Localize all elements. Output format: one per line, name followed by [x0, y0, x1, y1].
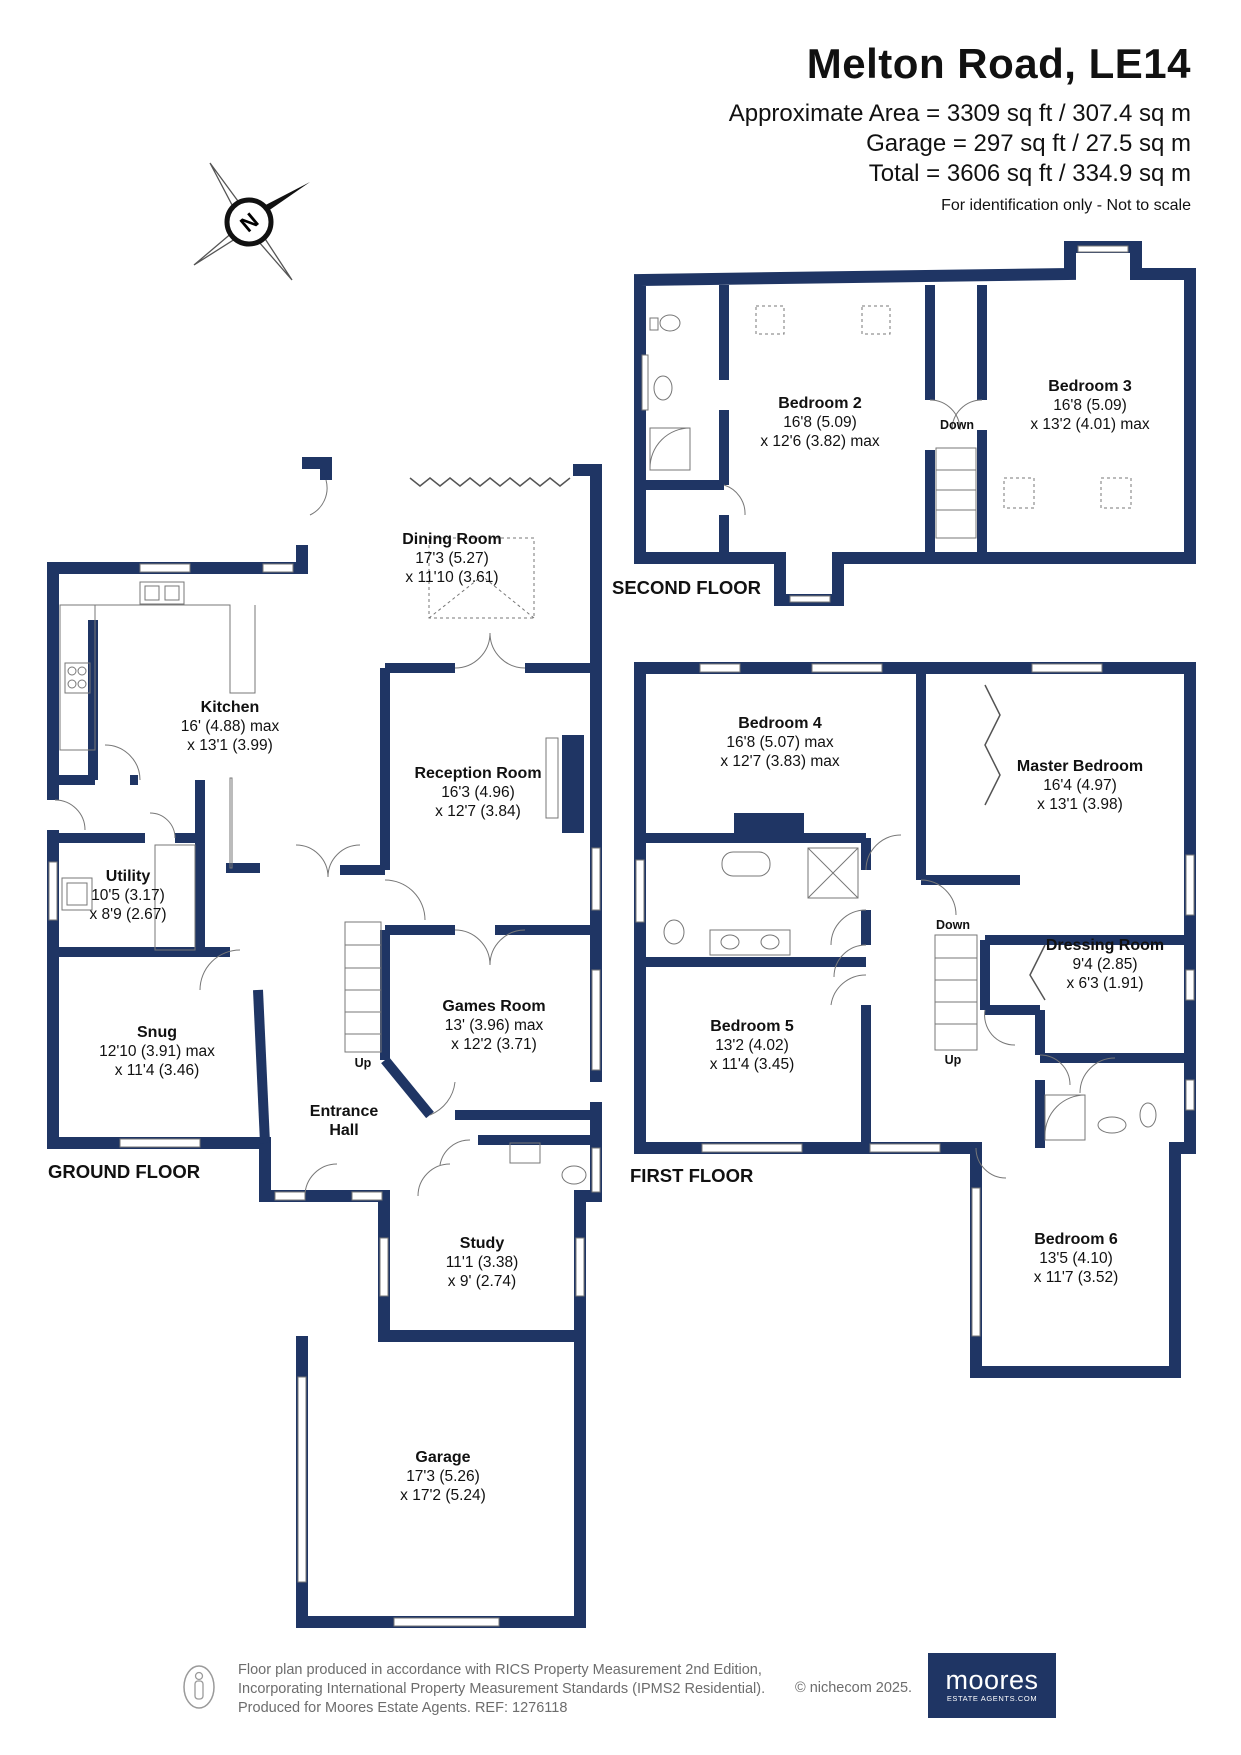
room-label-utility: Utility 10'5 (3.17) x 8'9 (2.67): [89, 868, 166, 923]
ground-floor-fixtures: [48, 477, 601, 1627]
svg-text:x 13'1 (3.98): x 13'1 (3.98): [1037, 796, 1123, 813]
second-floor-label: SECOND FLOOR: [612, 577, 761, 598]
svg-text:10'5 (3.17): 10'5 (3.17): [91, 887, 165, 904]
svg-text:x 13'2 (4.01) max: x 13'2 (4.01) max: [1030, 416, 1150, 433]
svg-text:Snug: Snug: [137, 1024, 177, 1041]
footer-line-3: Produced for Moores Estate Agents. REF: …: [238, 1700, 568, 1716]
svg-text:Bedroom 2: Bedroom 2: [778, 395, 862, 412]
moores-logo: moores ESTATE AGENTS.COM: [928, 1653, 1056, 1718]
svg-text:16'3 (4.96): 16'3 (4.96): [441, 784, 515, 801]
stairs-up-ground: Up: [355, 1056, 372, 1070]
room-label-bedroom-5: Bedroom 5 13'2 (4.02) x 11'4 (3.45): [710, 1018, 795, 1073]
svg-text:13'5 (4.10): 13'5 (4.10): [1039, 1250, 1113, 1267]
svg-text:16'8 (5.09): 16'8 (5.09): [1053, 397, 1127, 414]
svg-text:12'10 (3.91) max: 12'10 (3.91) max: [99, 1043, 215, 1060]
svg-text:Hall: Hall: [329, 1122, 358, 1139]
footer-line-1: Floor plan produced in accordance with R…: [238, 1662, 762, 1678]
svg-text:Bedroom 5: Bedroom 5: [710, 1018, 794, 1035]
logo-sub: ESTATE AGENTS.COM: [946, 1694, 1038, 1703]
room-label-entrance-hall: Entrance Hall: [310, 1103, 379, 1139]
chimney-breast: [562, 735, 584, 833]
svg-text:11'1 (3.38): 11'1 (3.38): [446, 1254, 518, 1271]
svg-text:x 6'3 (1.91): x 6'3 (1.91): [1066, 975, 1143, 992]
copyright: © nichecom 2025.: [795, 1680, 913, 1696]
person-icon: [183, 1665, 215, 1709]
svg-text:16'4 (4.97): 16'4 (4.97): [1043, 777, 1117, 794]
first-floor-chimney: [734, 813, 804, 835]
second-floor-inner-walls: [645, 285, 987, 553]
stairs-down-first: Down: [936, 918, 970, 932]
svg-text:x 17'2 (5.24): x 17'2 (5.24): [400, 1487, 486, 1504]
property-title: Melton Road, LE14: [806, 40, 1191, 87]
stairs-down-second: Down: [940, 418, 974, 432]
svg-text:Games Room: Games Room: [442, 998, 545, 1015]
svg-text:Kitchen: Kitchen: [201, 699, 260, 716]
svg-text:Dining Room: Dining Room: [402, 531, 502, 548]
room-label-study: Study 11'1 (3.38) x 9' (2.74): [446, 1235, 518, 1290]
approximate-area: Approximate Area = 3309 sq ft / 307.4 sq…: [728, 100, 1191, 127]
room-label-dining-room: Dining Room 17'3 (5.27) x 11'10 (3.61): [402, 531, 502, 586]
room-label-bedroom-2: Bedroom 2 16'8 (5.09) x 12'6 (3.82) max: [760, 395, 880, 450]
svg-text:x 11'10 (3.61): x 11'10 (3.61): [405, 569, 498, 586]
room-label-games-room: Games Room 13' (3.96) max x 12'2 (3.71): [442, 998, 545, 1053]
svg-text:Utility: Utility: [106, 868, 151, 885]
svg-text:16'8 (5.07) max: 16'8 (5.07) max: [726, 734, 833, 751]
svg-text:Bedroom 4: Bedroom 4: [738, 715, 822, 732]
svg-text:Reception Room: Reception Room: [414, 765, 541, 782]
footer-disclaimer: Floor plan produced in accordance with R…: [238, 1661, 765, 1718]
garage-area: Garage = 297 sq ft / 27.5 sq m: [866, 130, 1191, 157]
svg-text:17'3 (5.27): 17'3 (5.27): [415, 550, 489, 567]
second-floor-plan: [634, 241, 1196, 606]
first-floor-inner-walls: [640, 673, 1185, 1148]
svg-text:x 11'4 (3.45): x 11'4 (3.45): [710, 1056, 795, 1073]
ground-floor-label: GROUND FLOOR: [48, 1161, 200, 1182]
identification-note: For identification only - Not to scale: [941, 197, 1191, 214]
svg-text:x 9' (2.74): x 9' (2.74): [448, 1273, 516, 1290]
svg-text:Dressing Room: Dressing Room: [1046, 937, 1164, 954]
svg-text:Entrance: Entrance: [310, 1103, 379, 1120]
svg-text:Master Bedroom: Master Bedroom: [1017, 758, 1143, 775]
svg-text:x 13'1 (3.99): x 13'1 (3.99): [187, 737, 273, 754]
footer-line-2: Incorporating International Property Mea…: [238, 1681, 766, 1697]
svg-text:x 12'2 (3.71): x 12'2 (3.71): [451, 1036, 537, 1053]
svg-text:Bedroom 6: Bedroom 6: [1034, 1231, 1118, 1248]
total-area: Total = 3606 sq ft / 334.9 sq m: [868, 160, 1191, 187]
svg-text:x 12'6 (3.82) max: x 12'6 (3.82) max: [760, 433, 880, 450]
first-floor-fixtures: [635, 663, 1195, 1337]
svg-text:17'3 (5.26): 17'3 (5.26): [406, 1468, 480, 1485]
second-floor-fixtures: [641, 245, 1132, 603]
room-label-bedroom-4: Bedroom 4 16'8 (5.07) max x 12'7 (3.83) …: [720, 715, 840, 770]
svg-text:13'2 (4.02): 13'2 (4.02): [715, 1037, 789, 1054]
svg-text:x 12'7 (3.83) max: x 12'7 (3.83) max: [720, 753, 840, 770]
logo-name: moores: [945, 1665, 1039, 1695]
room-label-master-bedroom: Master Bedroom 16'4 (4.97) x 13'1 (3.98): [1017, 758, 1143, 813]
svg-text:16'8 (5.09): 16'8 (5.09): [783, 414, 857, 431]
svg-text:Study: Study: [460, 1235, 505, 1252]
stairs-up-first: Up: [945, 1053, 962, 1067]
svg-text:x 11'7 (3.52): x 11'7 (3.52): [1034, 1269, 1119, 1286]
svg-text:Garage: Garage: [415, 1449, 470, 1466]
first-floor-label: FIRST FLOOR: [630, 1165, 753, 1186]
svg-text:x 12'7 (3.84): x 12'7 (3.84): [435, 803, 521, 820]
svg-text:x 8'9 (2.67): x 8'9 (2.67): [89, 906, 166, 923]
svg-text:13' (3.96) max: 13' (3.96) max: [445, 1017, 544, 1034]
room-label-dressing-room: Dressing Room 9'4 (2.85) x 6'3 (1.91): [1046, 937, 1164, 992]
svg-text:16' (4.88) max: 16' (4.88) max: [181, 718, 280, 735]
svg-text:9'4 (2.85): 9'4 (2.85): [1073, 956, 1138, 973]
room-label-bedroom-3: Bedroom 3 16'8 (5.09) x 13'2 (4.01) max: [1030, 378, 1150, 433]
ground-floor-inner-walls: [53, 620, 596, 1336]
room-label-snug: Snug 12'10 (3.91) max x 11'4 (3.46): [99, 1024, 215, 1079]
room-label-bedroom-6: Bedroom 6 13'5 (4.10) x 11'7 (3.52): [1034, 1231, 1119, 1286]
svg-text:Bedroom 3: Bedroom 3: [1048, 378, 1132, 395]
room-label-reception-room: Reception Room 16'3 (4.96) x 12'7 (3.84): [414, 765, 541, 820]
svg-text:x 11'4 (3.46): x 11'4 (3.46): [115, 1062, 200, 1079]
room-label-kitchen: Kitchen 16' (4.88) max x 13'1 (3.99): [181, 699, 280, 754]
room-label-garage: Garage 17'3 (5.26) x 17'2 (5.24): [400, 1449, 486, 1504]
compass-icon: N: [193, 162, 310, 281]
